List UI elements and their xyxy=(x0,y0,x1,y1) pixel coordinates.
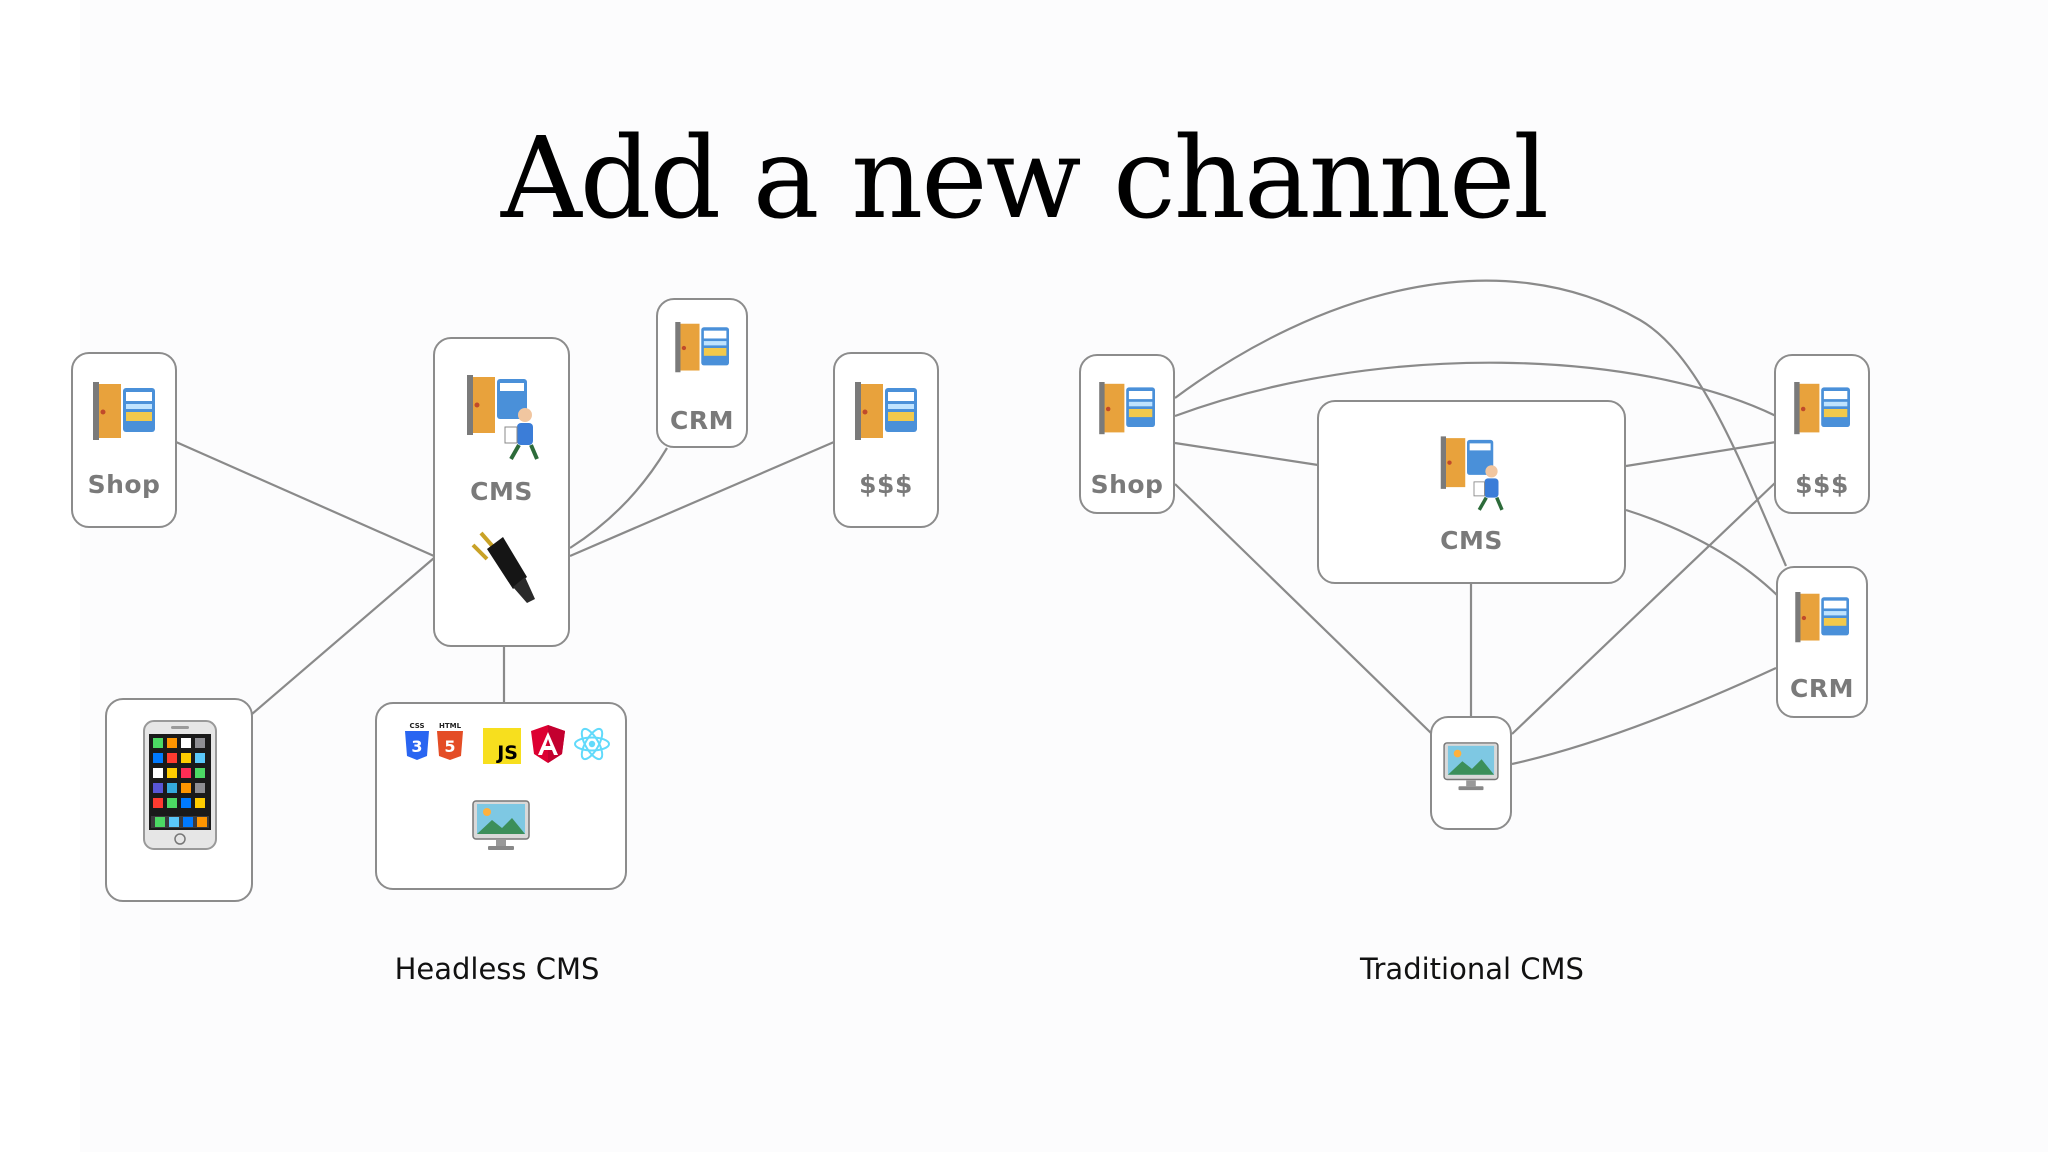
headless-money-node: $$$ xyxy=(833,352,939,528)
money-door-icon xyxy=(855,382,917,440)
crm-door-icon xyxy=(675,322,729,373)
js-badge-text: JS xyxy=(497,742,518,764)
traditional-crm-node: CRM xyxy=(1776,566,1868,718)
node-label: CMS xyxy=(1440,526,1503,555)
traditional-cms-node: CMS xyxy=(1317,400,1626,584)
headless-caption: Headless CMS xyxy=(394,952,600,986)
css-badge-text: CSS xyxy=(409,722,424,730)
cms-door-runner-icon xyxy=(467,375,539,460)
javascript-icon: JS xyxy=(483,728,521,764)
wire-crm-monitor xyxy=(1511,667,1777,766)
headless-crm-node: CRM xyxy=(656,298,748,448)
shop-door-icon xyxy=(1099,382,1155,435)
traditional-money-node: $$$ xyxy=(1774,354,1870,514)
wire-phone-cms xyxy=(251,557,435,715)
smartphone-icon xyxy=(143,720,217,850)
node-label: Shop xyxy=(1090,470,1164,499)
node-label: $$$ xyxy=(859,470,913,499)
wire-crm-cms xyxy=(569,447,668,549)
headless-shop-node: Shop xyxy=(71,352,177,528)
desktop-monitor-icon xyxy=(472,800,530,850)
svg-text:3: 3 xyxy=(411,737,422,756)
css3-icon: CSS 3 xyxy=(403,722,431,762)
node-label: CRM xyxy=(1790,674,1854,703)
traditional-shop-node: Shop xyxy=(1079,354,1175,514)
wire-money-cms xyxy=(569,440,835,558)
wire-money-monitor xyxy=(1511,481,1777,735)
node-label: CMS xyxy=(470,477,533,506)
slide-background xyxy=(80,0,2048,1152)
wire-cms-crm xyxy=(1625,508,1779,597)
node-label: $$$ xyxy=(1795,470,1849,499)
wire-shop-monitor xyxy=(1174,483,1433,735)
node-label: CRM xyxy=(670,406,734,435)
headless-phone-node xyxy=(105,698,253,902)
wire-shop-crm-arc xyxy=(1174,279,1788,567)
desktop-monitor-icon xyxy=(1443,742,1499,791)
html5-icon: HTML 5 xyxy=(435,722,465,762)
node-label: Shop xyxy=(87,470,161,499)
react-icon xyxy=(574,727,610,761)
plug-icon xyxy=(471,531,535,603)
wire-cms-money xyxy=(1625,440,1777,468)
crm-door-icon xyxy=(1795,592,1849,643)
traditional-caption: Traditional CMS xyxy=(1360,952,1584,986)
html-badge-text: HTML xyxy=(439,722,462,730)
angular-icon xyxy=(531,725,565,763)
slide-title: Add a new channel xyxy=(500,114,1549,244)
shop-door-icon xyxy=(93,382,155,440)
cms-door-runner-icon xyxy=(1440,436,1504,511)
wire-shop-cms xyxy=(1174,441,1319,467)
traditional-monitor-node xyxy=(1430,716,1512,830)
headless-cms-node: CMS xyxy=(433,337,570,647)
wire-shop-money-arc xyxy=(1174,361,1777,418)
wire-shop-cms xyxy=(175,440,435,558)
headless-frontend-node: CSS 3 HTML 5 JS xyxy=(375,702,627,890)
svg-text:5: 5 xyxy=(444,737,455,756)
money-door-icon xyxy=(1794,382,1850,435)
